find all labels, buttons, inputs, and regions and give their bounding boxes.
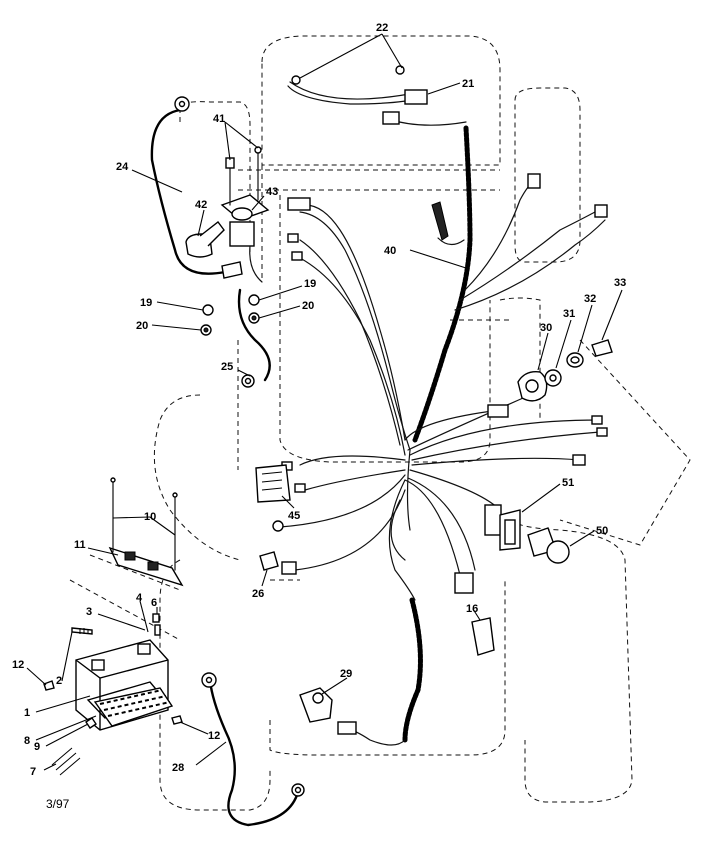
- callout-20-right: 20: [302, 300, 314, 312]
- callout-45: 45: [288, 510, 300, 522]
- callout-10: 10: [144, 511, 156, 523]
- callout-16: 16: [466, 603, 478, 615]
- callout-50: 50: [596, 525, 608, 537]
- solenoid-assembly: [185, 146, 270, 336]
- callout-24: 24: [116, 161, 129, 173]
- callout-6: 6: [151, 597, 157, 609]
- callout-33: 33: [614, 277, 626, 289]
- callout-43: 43: [266, 186, 278, 198]
- callout-40: 40: [384, 245, 396, 257]
- battery-assembly: [43, 477, 184, 776]
- callout-9: 9: [34, 741, 40, 753]
- callout-11: 11: [74, 539, 86, 551]
- callout-42: 42: [195, 199, 207, 211]
- callout-19-right: 19: [304, 278, 316, 290]
- callout-30: 30: [540, 322, 552, 334]
- callout-25: 25: [221, 361, 233, 373]
- callout-7: 7: [30, 766, 36, 778]
- callout-12-right: 12: [208, 730, 220, 742]
- callout-1: 1: [24, 707, 30, 719]
- callout-26: 26: [252, 588, 264, 600]
- callout-8: 8: [24, 735, 30, 747]
- callout-20-left: 20: [136, 320, 148, 332]
- callout-4: 4: [136, 592, 143, 604]
- switch-parts: [499, 339, 613, 564]
- callout-31: 31: [563, 308, 575, 320]
- date-code: 3/97: [46, 797, 70, 811]
- callout-29: 29: [340, 668, 352, 680]
- callout-12-left: 12: [12, 659, 24, 671]
- callout-2: 2: [56, 675, 62, 687]
- leader-lines: [26, 33, 623, 771]
- callout-51: 51: [562, 477, 574, 489]
- callout-labels: 22 21 41 24 43 42 40 19 19 20 20 25 33 3…: [12, 22, 626, 811]
- main-harness: [255, 65, 608, 746]
- callout-28: 28: [172, 762, 184, 774]
- callout-41: 41: [213, 113, 225, 125]
- callout-22: 22: [376, 22, 388, 34]
- callout-32: 32: [584, 293, 596, 305]
- callout-21: 21: [462, 78, 474, 90]
- callout-19-left: 19: [140, 297, 152, 309]
- tractor-outline: [69, 35, 691, 811]
- callout-3: 3: [86, 606, 92, 618]
- battery-cables: [150, 96, 305, 827]
